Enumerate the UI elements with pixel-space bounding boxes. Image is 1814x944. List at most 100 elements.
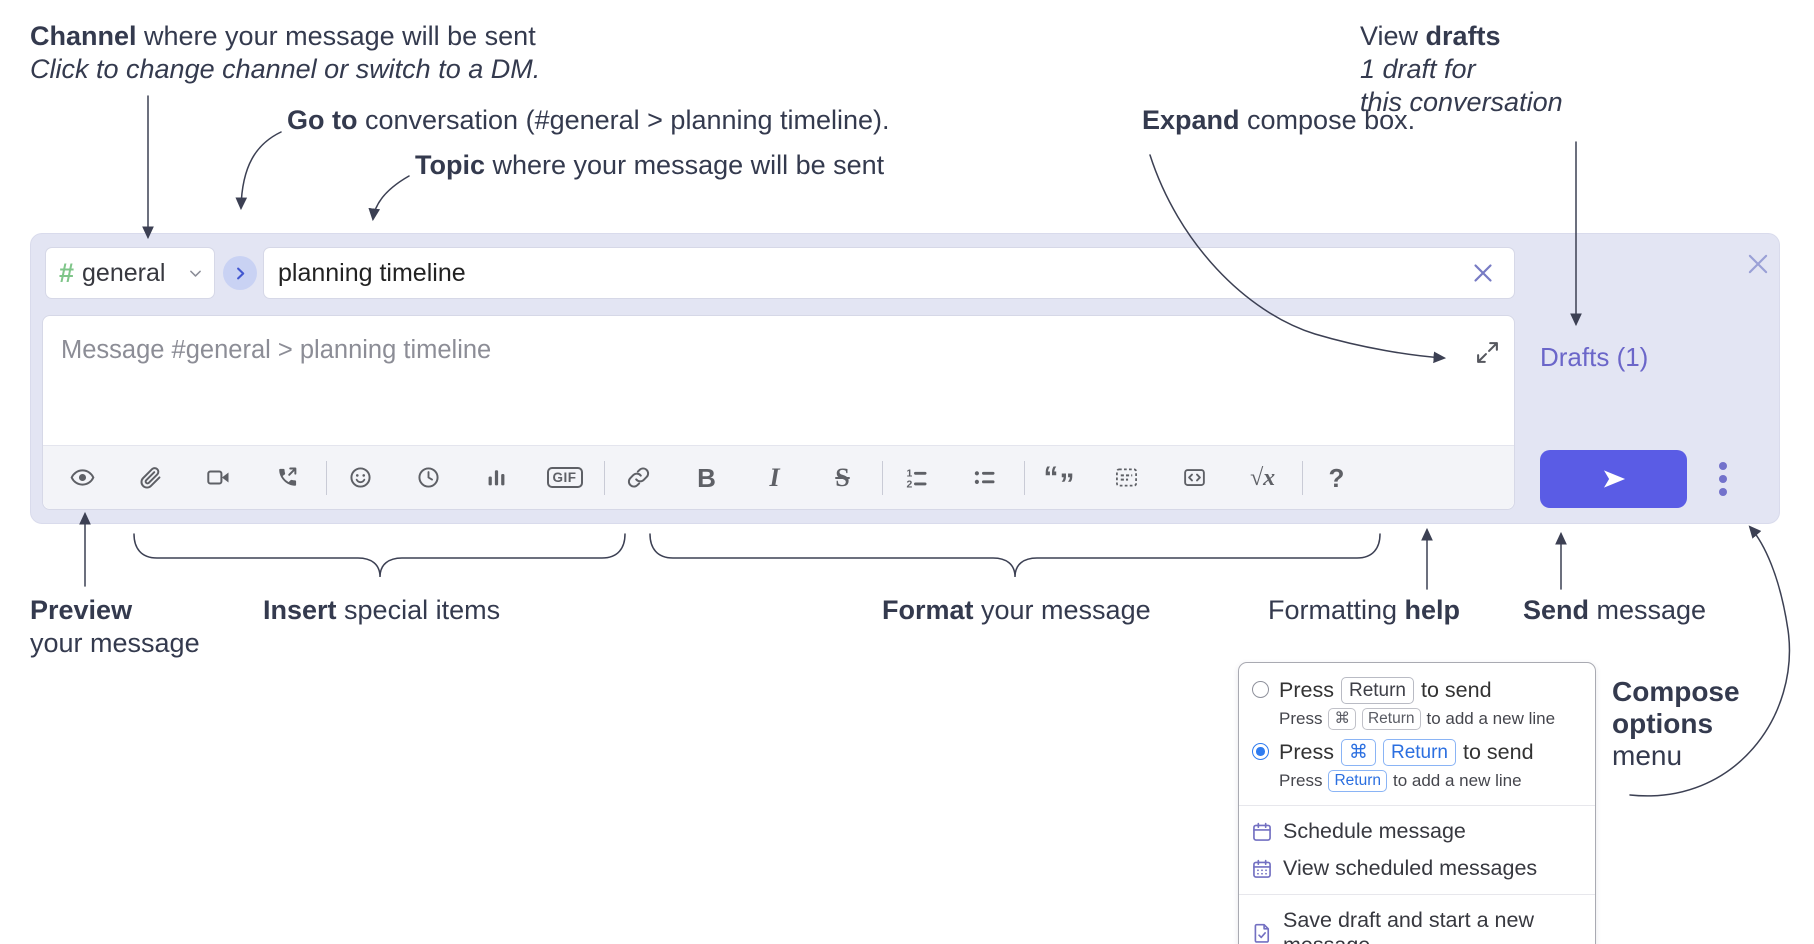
spoiler-button[interactable] [1103, 454, 1150, 501]
send-button[interactable] [1540, 450, 1687, 508]
channel-selector[interactable]: # general [45, 247, 215, 299]
cmd-keycap: ⌘ [1328, 708, 1356, 730]
option-subtext: Press [1279, 709, 1323, 728]
emoji-button[interactable] [337, 454, 384, 501]
numbered-list-icon: 1 2 [907, 469, 927, 490]
strikethrough-button[interactable]: S [819, 454, 866, 501]
attach-file-button[interactable] [127, 454, 174, 501]
compose-options-popup: Press Return to send Press ⌘ Return to a… [1238, 662, 1596, 944]
kebab-dot [1719, 488, 1727, 496]
calendar-icon [1253, 822, 1271, 841]
save-draft-icon [1254, 923, 1270, 943]
global-time-button[interactable] [405, 454, 452, 501]
svg-text:2: 2 [907, 479, 913, 490]
toolbar-divider [1024, 460, 1025, 495]
poll-button[interactable] [473, 454, 520, 501]
paperclip-icon [140, 467, 161, 489]
annotation-channel: Channel where your message will be sent … [30, 21, 541, 84]
compose-toolbar: GIF B I S 1 2 [43, 445, 1514, 509]
annotation-send: Send message [1523, 595, 1707, 625]
link-icon [627, 467, 650, 488]
message-panel: GIF B I S 1 2 [42, 315, 1515, 510]
option-text: to send [1463, 740, 1534, 764]
chevron-down-icon [190, 270, 201, 277]
annotation-goto: Go to conversation (#general > planning … [287, 105, 890, 135]
radio-unselected-icon[interactable] [1252, 681, 1269, 698]
annotation-insert: Insert special items [263, 595, 501, 625]
option-text: Press [1279, 678, 1334, 702]
message-input[interactable] [43, 316, 1514, 444]
audio-call-button[interactable] [263, 454, 310, 501]
return-keycap: Return [1382, 739, 1456, 766]
annotation-view-drafts: View drafts 1 draft for this conversatio… [1360, 21, 1563, 117]
gif-button[interactable]: GIF [541, 454, 588, 501]
cmd-keycap: ⌘ [1340, 739, 1376, 766]
menu-item-label: View scheduled messages [1283, 856, 1538, 880]
annotation-topic: Topic where your message will be sent [415, 150, 885, 180]
numbered-list-button[interactable]: 1 2 [893, 454, 940, 501]
bulleted-list-icon [974, 471, 995, 484]
topic-input[interactable] [263, 247, 1515, 299]
annotation-format: Format your message [882, 595, 1151, 625]
option-subtext: to add a new line [1426, 709, 1556, 728]
menu-item-save-draft[interactable]: Save draft and start a new message [1239, 902, 1595, 944]
option-subtext: Press [1279, 771, 1323, 790]
close-compose-icon[interactable] [1745, 251, 1771, 277]
annotation-expand: Expand compose box. [1142, 105, 1416, 135]
video-call-button[interactable] [195, 454, 242, 501]
option-subtext: to add a new line [1393, 771, 1522, 790]
math-icon: √x [1249, 464, 1276, 491]
return-keycap: Return [1340, 677, 1414, 704]
preview-button[interactable] [59, 454, 106, 501]
go-to-conversation-button[interactable] [223, 256, 257, 290]
code-icon [1184, 469, 1205, 486]
drafts-link[interactable]: Drafts (1) [1540, 342, 1649, 372]
spoiler-icon [1116, 468, 1137, 487]
send-option-return[interactable]: Press Return to send Press ⌘ Return to a… [1239, 674, 1595, 736]
smiley-icon [350, 467, 371, 488]
kebab-dot [1719, 475, 1727, 483]
expand-compose-icon[interactable] [1475, 340, 1500, 365]
annotation-preview: Preview your message [30, 595, 200, 658]
quote-button[interactable]: “” [1043, 460, 1075, 501]
menu-item-label: Save draft and start a new message [1283, 908, 1534, 944]
return-keycap: Return [1328, 770, 1387, 792]
message-formatting-help-button[interactable]: ? [1313, 454, 1360, 501]
menu-divider [1239, 894, 1595, 895]
clear-topic-icon[interactable] [1471, 261, 1495, 285]
bulleted-list-button[interactable] [961, 454, 1008, 501]
eye-icon [70, 469, 95, 486]
math-button[interactable]: √x [1239, 454, 1286, 501]
code-button[interactable] [1171, 454, 1218, 501]
channel-name: general [82, 258, 166, 287]
chevron-right-icon [236, 267, 244, 279]
video-camera-icon [207, 470, 229, 485]
menu-item-label: Schedule message [1283, 819, 1466, 843]
option-text: Press [1279, 740, 1334, 764]
menu-item-view-scheduled[interactable]: View scheduled messages [1239, 850, 1595, 887]
menu-item-schedule-message[interactable]: Schedule message [1239, 813, 1595, 850]
menu-divider [1239, 805, 1595, 806]
radio-selected-icon[interactable] [1252, 743, 1269, 760]
compose-options-menu-button[interactable] [1706, 452, 1740, 506]
italic-button[interactable]: I [751, 454, 798, 501]
bold-icon: B [697, 462, 716, 493]
hash-channel-icon: # [59, 257, 75, 288]
gif-icon: GIF [546, 466, 583, 489]
clock-icon [418, 467, 439, 488]
toolbar-divider [604, 460, 605, 495]
bar-chart-icon [488, 470, 505, 486]
bold-button[interactable]: B [683, 454, 730, 501]
annotation-formatting-help: Formatting help [1268, 595, 1461, 625]
kebab-dot [1719, 462, 1727, 470]
option-text: to send [1421, 678, 1492, 702]
send-option-cmd-return[interactable]: Press ⌘ Return to send Press Return to a… [1239, 736, 1595, 798]
link-button[interactable] [615, 454, 662, 501]
toolbar-divider [882, 460, 883, 495]
question-mark-icon: ? [1328, 462, 1345, 493]
calendar-days-icon [1253, 859, 1271, 878]
return-keycap: Return [1361, 708, 1421, 730]
italic-icon: I [769, 462, 780, 492]
annotation-compose-options: Compose options menu [1612, 676, 1740, 771]
